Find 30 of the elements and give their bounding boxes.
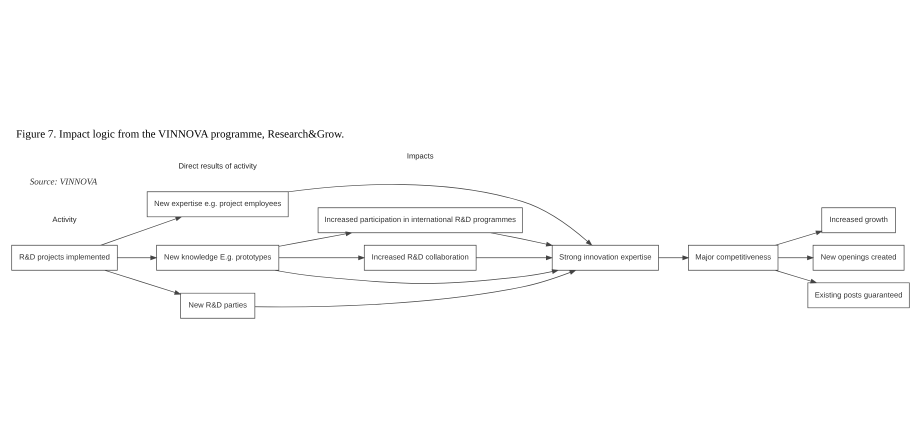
- diagram-title: Figure 7. Impact logic from the VINNOVA programme, Research&Grow.: [16, 128, 344, 140]
- arrow: [778, 255, 814, 260]
- arrow: [288, 184, 593, 246]
- arrow: [278, 231, 353, 247]
- node-box: Increased growth: [821, 207, 896, 234]
- node-box: Major competitiveness: [688, 244, 778, 271]
- arrow: [775, 230, 823, 246]
- node-box: New R&D parties: [180, 292, 256, 319]
- arrow: [117, 255, 158, 260]
- node-box: New openings created: [812, 244, 904, 271]
- arrow: [254, 270, 576, 308]
- node-box: R&D projects implemented: [11, 244, 118, 271]
- node-box: New expertise e.g. project employees: [146, 191, 289, 218]
- arrow: [476, 255, 553, 260]
- label: Impacts: [406, 151, 434, 160]
- node-box: Increased participation in international R&D programmes: [318, 207, 523, 234]
- label: Direct results of activity: [178, 162, 257, 171]
- label: Activity: [52, 215, 77, 224]
- arrow: [274, 269, 559, 284]
- node-box: Increased R&D collaboration: [364, 244, 476, 271]
- arrow: [278, 255, 366, 260]
- arrow: [100, 216, 182, 246]
- node-box: New knowledge E.g. prototypes: [156, 244, 280, 271]
- node-box: Strong innovation expertise: [552, 244, 659, 271]
- arrow: [658, 255, 690, 260]
- caption: Source: VINNOVA: [30, 176, 98, 186]
- node-box: Existing posts guaranteed: [808, 282, 910, 308]
- arrow: [775, 270, 818, 284]
- arrow: [490, 232, 554, 247]
- arrow: [104, 270, 182, 295]
